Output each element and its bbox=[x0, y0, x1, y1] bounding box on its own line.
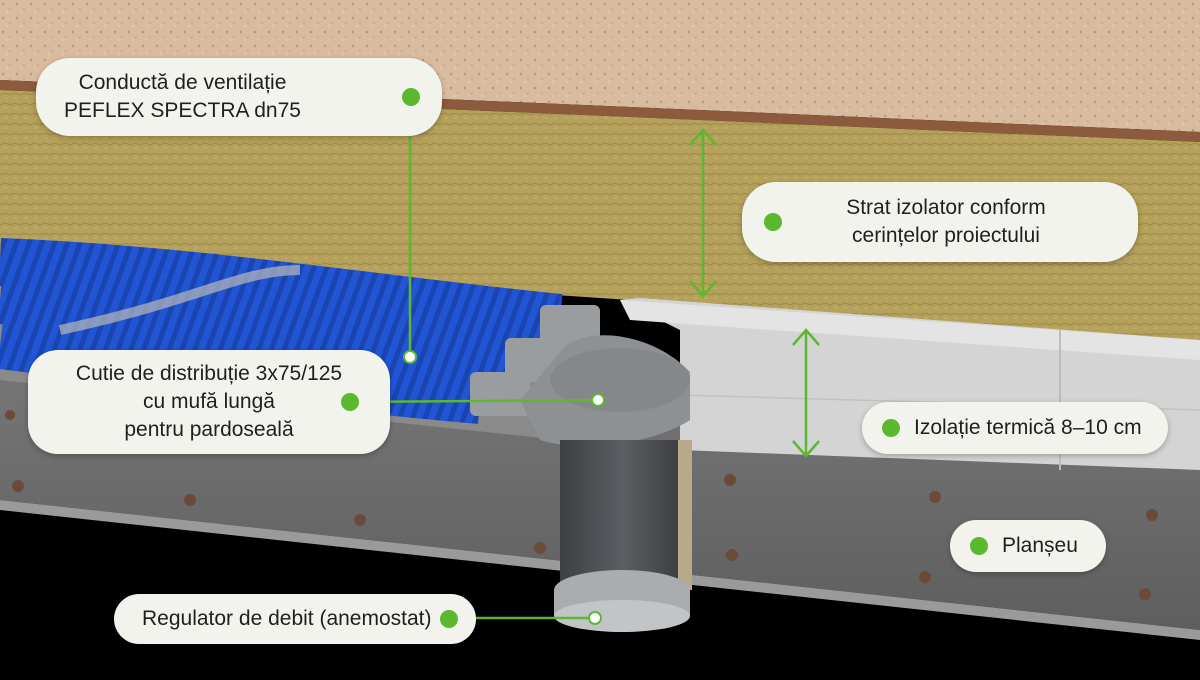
label-slab-text: Planșeu bbox=[1002, 534, 1078, 557]
green-dot-icon bbox=[882, 419, 900, 437]
label-regulator: Regulator de debit (anemostat) bbox=[114, 594, 476, 644]
label-duct: Conductă de ventilație PEFLEX SPECTRA dn… bbox=[36, 58, 442, 136]
label-distribution-box-text: Cutie de distribuție 3x75/125 cu mufă lu… bbox=[75, 362, 343, 441]
label-slab: Planșeu bbox=[950, 520, 1106, 572]
label-thermal-text: Izolație termică 8–10 cm bbox=[914, 416, 1142, 439]
leader-lines bbox=[349, 100, 820, 620]
wool-insulation-layer bbox=[0, 90, 1200, 340]
distribution-box bbox=[470, 305, 692, 632]
label-duct-text: Conductă de ventilație PEFLEX SPECTRA dn… bbox=[64, 71, 301, 122]
leader-endpoints bbox=[403, 350, 605, 625]
green-dot-icon bbox=[970, 537, 988, 555]
label-distribution-box: Cutie de distribuție 3x75/125 cu mufă lu… bbox=[28, 350, 390, 454]
green-dot-icon bbox=[764, 213, 782, 231]
green-dot-icon bbox=[402, 88, 420, 106]
label-thermal: Izolație termică 8–10 cm bbox=[862, 402, 1168, 454]
label-insulation-layer: Strat izolator conform cerințelor proiec… bbox=[742, 182, 1138, 262]
green-dot-icon bbox=[341, 393, 359, 411]
label-insulation-layer-text: Strat izolator conform cerințelor proiec… bbox=[846, 196, 1046, 247]
green-dot-icon bbox=[440, 610, 458, 628]
label-regulator-text: Regulator de debit (anemostat) bbox=[142, 607, 432, 630]
floor-finish-layer bbox=[0, 0, 1200, 132]
